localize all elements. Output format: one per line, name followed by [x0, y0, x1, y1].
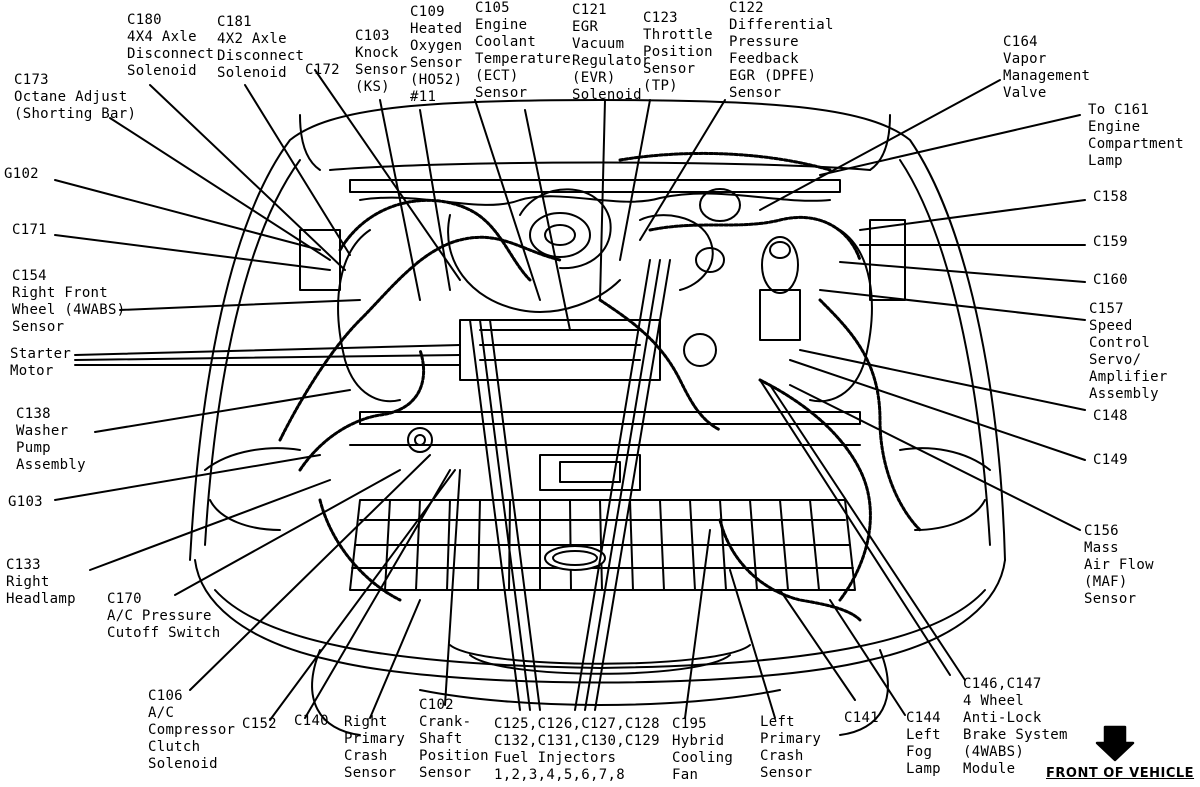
label-c158: C158 [1093, 189, 1128, 205]
label-c123: C123 Throttle Position Sensor (TP) [643, 10, 713, 94]
vehicle-body-outline [189, 99, 1006, 736]
label-c103: C103 Knock Sensor (KS) [355, 28, 408, 95]
grille [349, 499, 856, 591]
leader-lines [54, 69, 1086, 721]
label-c171: C171 [12, 222, 47, 238]
label-c138: C138 Washer Pump Assembly [16, 406, 86, 473]
label-right-primary-crash-sensor: Right Primary Crash Sensor [344, 714, 406, 781]
label-c102: C102 Crank- Shaft Position Sensor [419, 697, 489, 781]
label-c149: C149 [1093, 452, 1128, 468]
label-c172: C172 [305, 62, 340, 78]
wiring-harness [278, 151, 922, 622]
label-c144: C144 Left Fog Lamp [906, 710, 941, 777]
label-c156: C156 Mass Air Flow (MAF) Sensor [1084, 523, 1154, 607]
label-c122: C122 Differential Pressure Feedback EGR … [729, 0, 834, 101]
label-c105: C105 Engine Coolant Temperature (ECT) Se… [475, 0, 572, 101]
label-starter-motor: Starter Motor [10, 346, 72, 379]
label-g103: G103 [8, 494, 43, 510]
down-arrow-icon [1095, 725, 1135, 762]
label-c160: C160 [1093, 272, 1128, 288]
label-c173: C173 Octane Adjust (Shorting Bar) [14, 72, 137, 122]
label-c157: C157 Speed Control Servo/ Amplifier Asse… [1089, 301, 1168, 402]
label-c109: C109 Heated Oxygen Sensor (HO52) #11 [410, 4, 463, 105]
label-c195: C195 Hybrid Cooling Fan [672, 716, 734, 783]
label-c141: C141 [844, 710, 879, 726]
label-g102: G102 [4, 166, 39, 182]
label-c146-c147: C146,C147 4 Wheel Anti-Lock Brake System… [963, 676, 1068, 777]
front-of-vehicle-label: FRONT OF VEHICLE [1046, 766, 1195, 781]
label-c140: C140 [294, 713, 329, 729]
label-c133: C133 Right Headlamp [6, 557, 76, 607]
label-c148: C148 [1093, 408, 1128, 424]
label-left-primary-crash-sensor: Left Primary Crash Sensor [760, 714, 822, 781]
label-c106: C106 A/C Compressor Clutch Solenoid [148, 688, 236, 772]
label-c164: C164 Vapor Management Valve [1003, 34, 1091, 101]
label-c180: C180 4X4 Axle Disconnect Solenoid [127, 12, 215, 79]
label-fuel-injectors: C125,C126,C127,C128 C132,C131,C130,C129 … [494, 716, 660, 783]
label-c121: C121 EGR Vacuum Regulator (EVR) Solenoid [572, 2, 651, 103]
label-c161: To C161 Engine Compartment Lamp [1088, 102, 1185, 169]
label-c154: C154 Right Front Wheel (4WABS) Sensor [12, 268, 126, 335]
label-c152: C152 [242, 716, 277, 732]
label-c181: C181 4X2 Axle Disconnect Solenoid [217, 14, 305, 81]
label-c170: C170 A/C Pressure Cutoff Switch [107, 591, 221, 641]
label-c159: C159 [1093, 234, 1128, 250]
